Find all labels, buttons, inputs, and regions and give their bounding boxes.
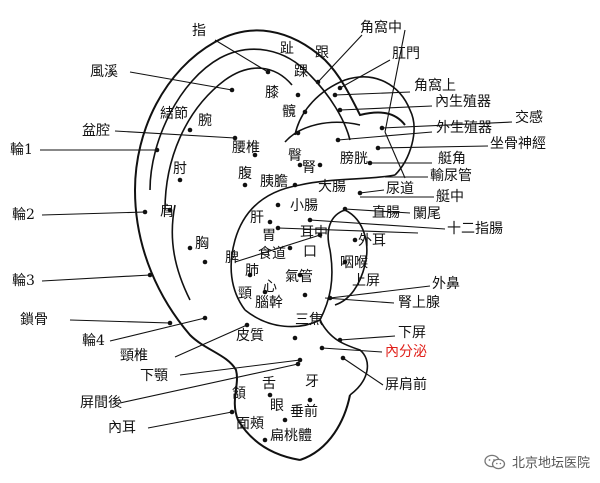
label-jingzhui: 頸椎 [120, 348, 148, 364]
label-wei: 胃 [262, 228, 276, 244]
ear-outline [133, 29, 415, 461]
label-lun1: 輪1 [10, 141, 33, 158]
label-pangguang: 膀胱 [340, 150, 368, 167]
watermark: 北京地坛医院 [484, 452, 590, 471]
label-shuniaoguan: 輸尿管 [430, 168, 472, 184]
label-gen: 跟 [315, 45, 329, 61]
label-penqiang: 盆腔 [82, 123, 110, 139]
label-shidao: 食道 [258, 245, 286, 262]
label-biantaoti: 扁桃體 [270, 428, 312, 444]
acupoint-dots [142, 69, 385, 443]
label-shangping: 上屏 [352, 273, 380, 289]
label-zhichang: 直腸 [372, 204, 400, 221]
watermark-text: 北京地坛医院 [511, 456, 590, 471]
label-yaozhui: 腰椎 [232, 140, 260, 156]
label-mianjia: 面頰 [236, 416, 264, 432]
label-kuan: 髖 [282, 104, 296, 120]
label-niaodao: 尿道 [386, 181, 414, 197]
label-yan: 眼 [270, 398, 284, 414]
label-jiaowoshang: 角窩上 [414, 77, 456, 94]
label-xiong: 胸 [195, 236, 209, 252]
label-xiaping: 下屏 [398, 325, 426, 341]
label-zhou: 肘 [173, 161, 187, 177]
label-shenshangxian: 腎上腺 [398, 295, 440, 311]
label-neier: 內耳 [108, 420, 136, 436]
label-xin: 心 [263, 279, 277, 295]
label-zhi: 指 [192, 23, 206, 39]
label-lun4: 輪4 [82, 332, 105, 349]
label-sanjiao: 三焦 [295, 312, 323, 328]
label-wan: 腕 [198, 113, 212, 129]
label-jian: 肩 [160, 204, 174, 220]
label-tun: 臀 [288, 148, 302, 164]
label-lanwei: 闌尾 [413, 206, 441, 222]
label-erzhong: 耳中 [300, 225, 328, 241]
label-dachang: 大腸 [318, 179, 346, 195]
label-neishengzhiqi: 內生殖器 [435, 93, 491, 110]
label-xi: 膝 [265, 85, 279, 101]
label-kou: 口 [303, 244, 317, 260]
label-waibi: 外鼻 [432, 275, 460, 292]
label-shierzhichang: 十二指腸 [447, 221, 503, 237]
label-tingzhong: 艇中 [436, 189, 464, 205]
label-she: 舌 [262, 376, 276, 392]
label-e: 頷 [232, 386, 246, 402]
label-jing: 頸 [238, 286, 252, 302]
label-yidan: 胰膽 [260, 173, 288, 190]
label-zhi-toe: 趾 [280, 41, 294, 57]
label-pizhi: 皮質 [236, 328, 264, 344]
label-lun3: 輪3 [12, 272, 35, 289]
label-fengxi: 風溪 [90, 64, 118, 80]
label-xiaochang: 小腸 [290, 198, 318, 214]
label-waishengzhiqi: 外生殖器 [436, 119, 492, 136]
label-xiae: 下顎 [140, 368, 168, 384]
label-neifenmi: 內分泌 [385, 344, 427, 360]
label-naogan: 腦幹 [255, 294, 283, 311]
label-zuogushenjing: 坐骨神經 [490, 136, 546, 152]
label-yanhou: 咽喉 [340, 255, 368, 271]
label-suogu: 鎖骨 [20, 312, 48, 328]
wechat-icon [484, 454, 506, 469]
label-tingjiao: 艇角 [438, 151, 466, 167]
label-jiaowozhong: 角窩中 [360, 19, 402, 36]
label-qiguan: 氣管 [285, 269, 313, 285]
label-pingjianhou: 屏間後 [80, 395, 122, 411]
label-fu: 腹 [238, 165, 252, 182]
label-jiejie: 結節 [160, 105, 188, 122]
label-jiaogan: 交感 [515, 109, 543, 126]
label-waier: 外耳 [358, 233, 386, 249]
labels: 指 角窩中 趾 跟 肛門 風溪 踝 角窩上 膝 內生殖器 結節 腕 髖 交感 外… [10, 19, 546, 444]
label-chuiqian: 垂前 [290, 403, 318, 420]
label-fei: 肺 [245, 263, 259, 279]
label-shen: 腎 [302, 160, 316, 176]
label-ya: 牙 [305, 374, 319, 390]
label-pingjianqian: 屏肩前 [385, 376, 427, 393]
leader-lines [40, 29, 513, 429]
label-lun2: 輪2 [12, 206, 35, 223]
label-huai: 踝 [294, 64, 308, 80]
label-pi: 脾 [225, 250, 239, 266]
label-gangmen: 肛門 [392, 46, 420, 62]
label-gan: 肝 [250, 210, 264, 226]
